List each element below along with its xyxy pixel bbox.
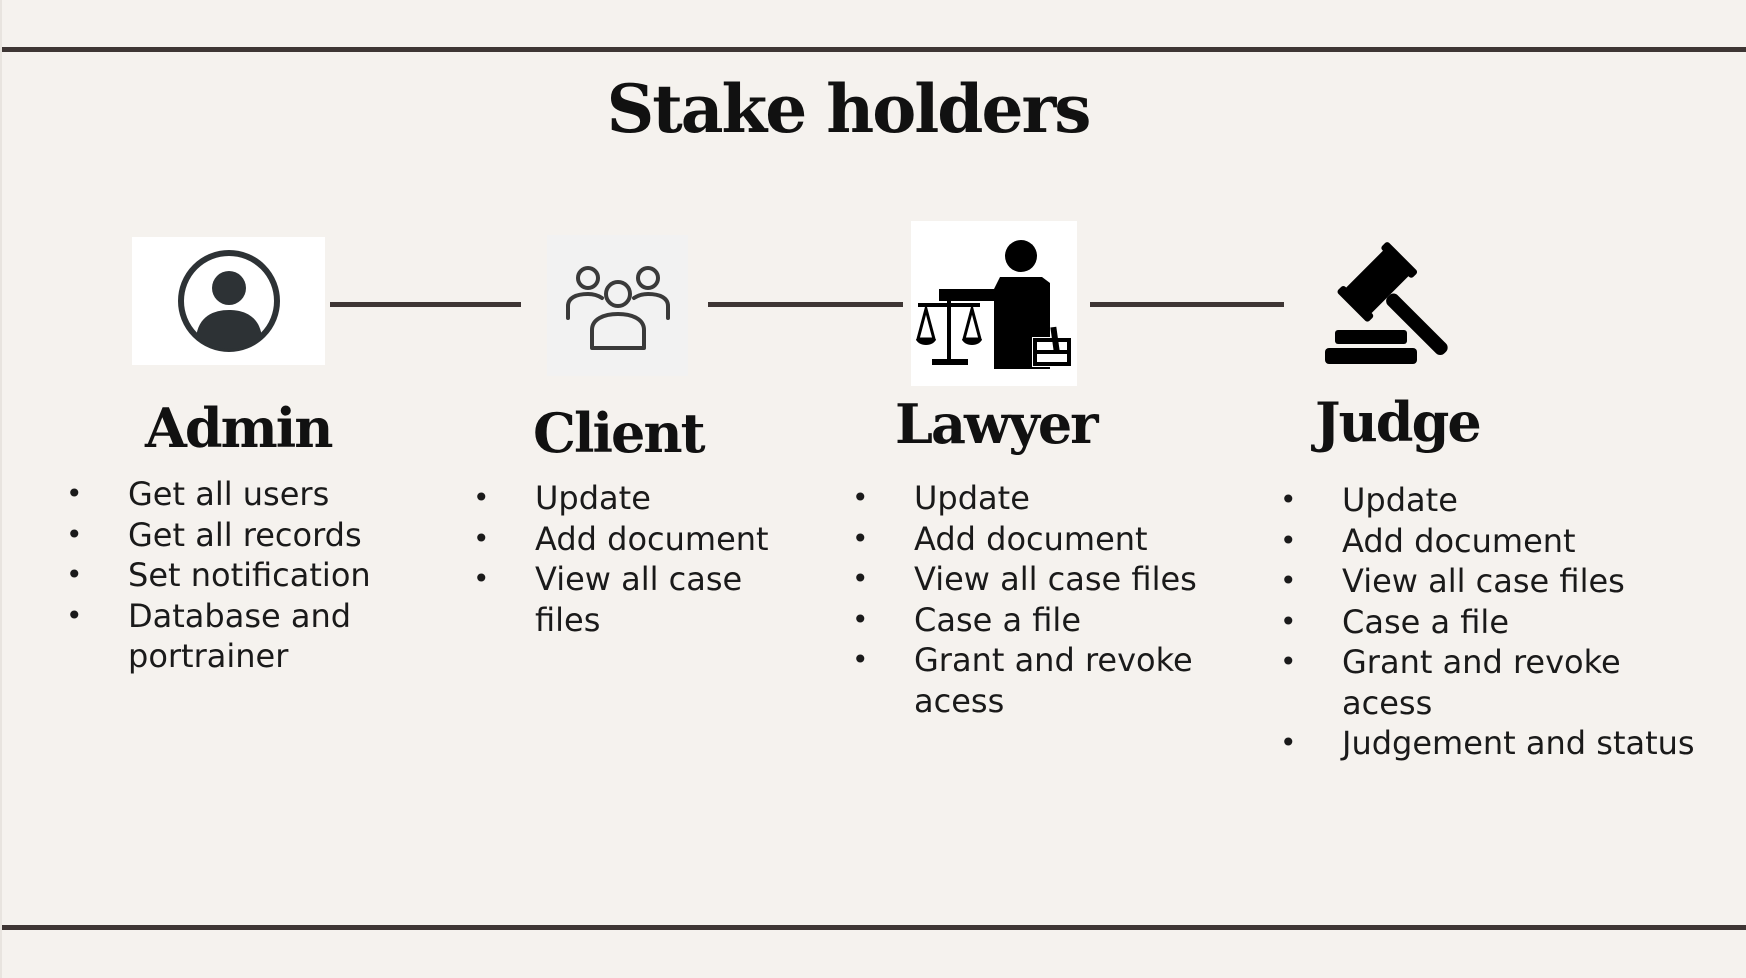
list-item: Grant and revoke acess	[852, 640, 1232, 721]
list-item: Add document	[852, 519, 1232, 560]
left-edge	[0, 0, 2, 978]
list-item: View all case files	[473, 559, 813, 640]
list-item: Add document	[473, 519, 813, 560]
list-item: Update	[473, 478, 813, 519]
judge-permissions-list: Update Add document View all case files …	[1280, 480, 1720, 764]
stakeholder-heading-judge: Judge	[1315, 390, 1482, 454]
list-item: View all case files	[852, 559, 1232, 600]
connector-admin-client	[330, 302, 521, 307]
page-title: Stake holders	[606, 70, 1092, 148]
bottom-divider	[2, 925, 1746, 930]
list-item: Add document	[1280, 521, 1720, 562]
gavel-icon	[1325, 242, 1448, 364]
group-users-icon	[565, 265, 670, 350]
list-item: Judgement and status	[1280, 723, 1720, 764]
admin-icon-box	[132, 237, 325, 365]
stakeholder-heading-lawyer: Lawyer	[895, 392, 1099, 456]
stakeholder-heading-admin: Admin	[145, 396, 334, 460]
lawyer-scales-icon	[916, 239, 1072, 369]
user-circle-icon	[177, 250, 280, 352]
stakeholder-heading-client: Client	[533, 401, 706, 465]
connector-client-lawyer	[708, 302, 903, 307]
list-item: Set notification	[66, 555, 406, 596]
client-permissions-list: Update Add document View all case files	[473, 478, 813, 640]
list-item: Update	[1280, 480, 1720, 521]
admin-permissions-list: Get all users Get all records Set notifi…	[66, 474, 406, 677]
list-item: Update	[852, 478, 1232, 519]
judge-icon-box	[1323, 234, 1461, 368]
list-item: Database and portrainer	[66, 596, 406, 677]
connector-lawyer-judge	[1090, 302, 1284, 307]
client-icon-box	[547, 235, 688, 376]
list-item: Case a file	[1280, 602, 1720, 643]
top-divider	[2, 47, 1746, 52]
list-item: Grant and revoke acess	[1280, 642, 1720, 723]
list-item: Get all users	[66, 474, 406, 515]
list-item: Case a file	[852, 600, 1232, 641]
list-item: View all case files	[1280, 561, 1720, 602]
lawyer-permissions-list: Update Add document View all case files …	[852, 478, 1232, 721]
list-item: Get all records	[66, 515, 406, 556]
lawyer-icon-box	[911, 221, 1077, 386]
